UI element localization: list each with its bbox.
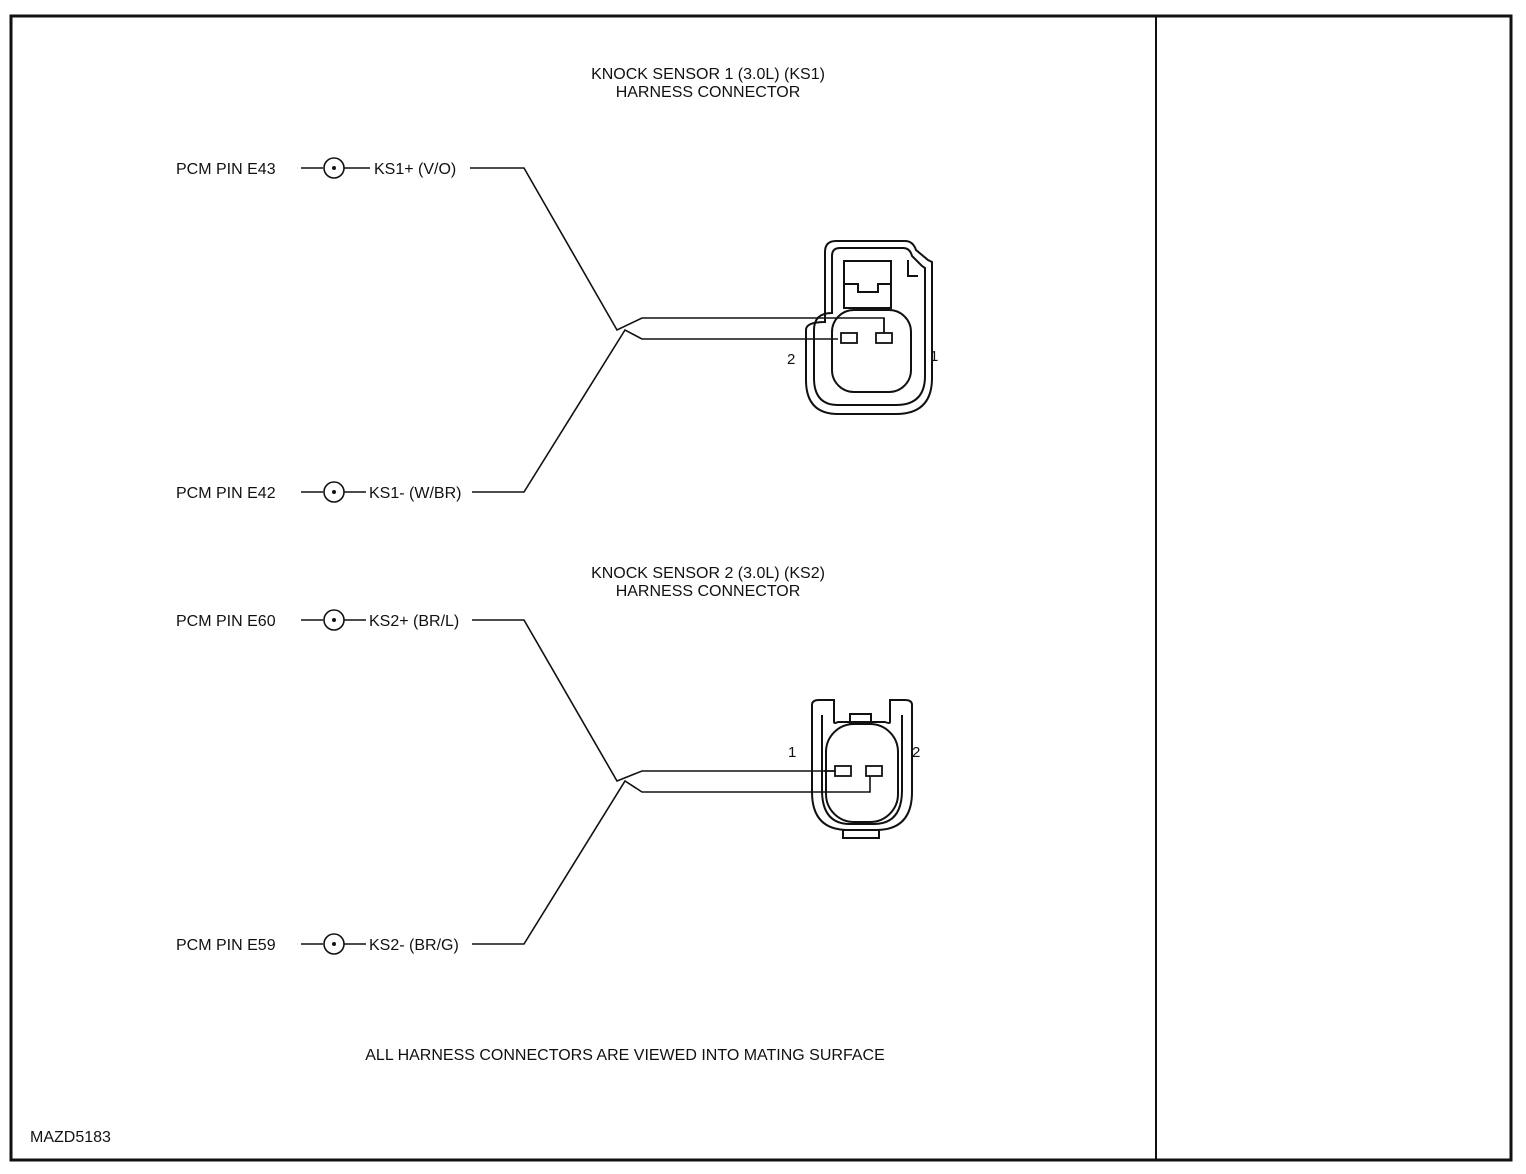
ks2-terminal-1 <box>834 765 852 777</box>
pin-e43-terminal-dot <box>332 166 336 170</box>
pcm-pin-e42-label: PCM PIN E42 <box>176 485 276 502</box>
ks1-terminal-1 <box>875 332 893 344</box>
diagram-frame <box>9 14 1513 1162</box>
ks1-section: KNOCK SENSOR 1 (3.0L) (KS1) HARNESS CONN… <box>176 66 938 503</box>
ks2-connector-icon <box>811 699 913 839</box>
ks1-minus-wire <box>472 328 838 493</box>
ks1-subtitle: HARNESS CONNECTOR <box>616 84 801 101</box>
ks2-pin-number-left: 1 <box>788 744 796 761</box>
ks1-minus-wire-label: KS1- (W/BR) <box>369 485 461 502</box>
ks1-connector-icon <box>805 240 933 415</box>
ks1-terminal-2 <box>840 332 858 344</box>
ks1-pin-number-right: 1 <box>930 348 938 365</box>
ks1-plus-wire <box>470 167 885 338</box>
ks2-plus-wire <box>472 619 842 783</box>
figure-id: MAZD5183 <box>30 1129 111 1146</box>
pin-e59-terminal-dot <box>332 942 336 946</box>
ks2-plus-wire-label: KS2+ (BR/L) <box>369 613 459 630</box>
ks2-subtitle: HARNESS CONNECTOR <box>616 583 801 600</box>
pcm-pin-e59-label: PCM PIN E59 <box>176 937 276 954</box>
ks2-title: KNOCK SENSOR 2 (3.0L) (KS2) <box>591 565 825 582</box>
ks2-terminal-2 <box>865 765 883 777</box>
pcm-pin-e60-label: PCM PIN E60 <box>176 613 276 630</box>
pin-e60-terminal-dot <box>332 618 336 622</box>
pin-e42-terminal-dot <box>332 490 336 494</box>
viewing-note: ALL HARNESS CONNECTORS ARE VIEWED INTO M… <box>365 1047 885 1064</box>
ks2-section: KNOCK SENSOR 2 (3.0L) (KS2) HARNESS CONN… <box>176 565 920 955</box>
ks2-pin-number-right: 2 <box>912 744 920 761</box>
ks2-minus-wire-label: KS2- (BR/G) <box>369 937 459 954</box>
ks1-pin-number-left: 2 <box>787 351 795 368</box>
ks1-title: KNOCK SENSOR 1 (3.0L) (KS1) <box>591 66 825 83</box>
ks2-minus-wire <box>472 776 871 945</box>
pcm-pin-e43-label: PCM PIN E43 <box>176 161 276 178</box>
ks1-plus-wire-label: KS1+ (V/O) <box>374 161 456 178</box>
